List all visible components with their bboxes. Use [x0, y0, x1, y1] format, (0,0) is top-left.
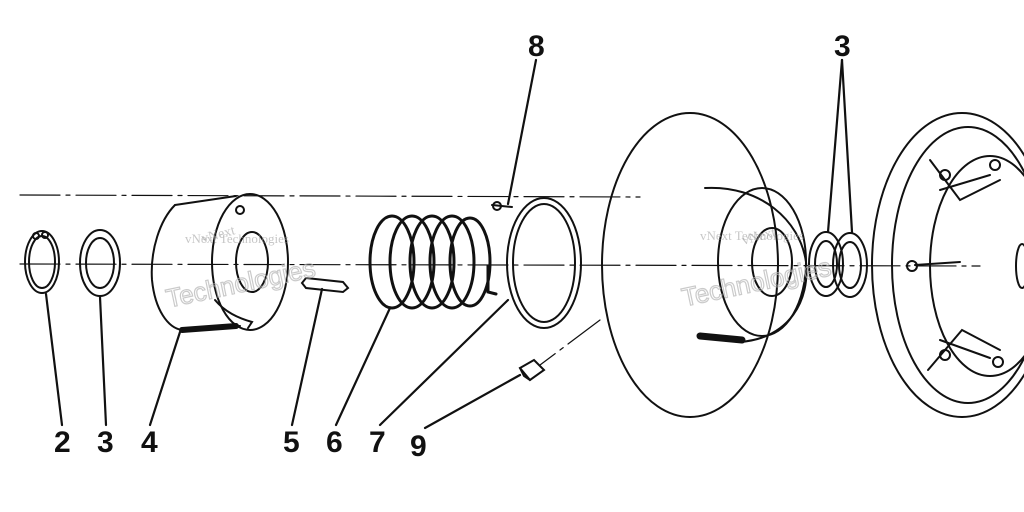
part-pin [491, 201, 513, 211]
callout-8: 8 [528, 30, 545, 63]
part-rivet [518, 358, 546, 382]
center-lines [19, 194, 981, 366]
part-ring [506, 197, 582, 329]
part-washer-pair [808, 231, 868, 298]
part-spring [368, 214, 498, 310]
part-spider-sheave [871, 112, 1024, 418]
svg-text:vNext Technologies: vNext Technologies [185, 231, 289, 246]
callout-4: 4 [141, 426, 158, 459]
callout-5: 5 [283, 426, 300, 459]
part-cam-hub [150, 193, 289, 333]
part-sheave-disc [601, 112, 808, 418]
part-snap-ring [24, 230, 60, 294]
callout-3-right: 3 [834, 30, 851, 63]
callouts: 8 3 2 3 4 5 6 7 9 [54, 30, 851, 463]
callout-9: 9 [410, 430, 427, 463]
part-washer-left [79, 229, 121, 297]
callout-6: 6 [326, 426, 343, 459]
svg-text:vNext Technologies: vNext Technologies [700, 228, 804, 243]
svg-text:Technologies: Technologies [163, 253, 318, 314]
watermark: vNext Technologies vNext Technologies vN… [163, 223, 835, 314]
svg-text:Technologies: Technologies [679, 252, 834, 313]
callout-2: 2 [54, 426, 71, 459]
callout-3-left: 3 [97, 426, 114, 459]
leader-lines [44, 58, 854, 430]
callout-7: 7 [369, 426, 386, 459]
part-key [300, 276, 350, 294]
